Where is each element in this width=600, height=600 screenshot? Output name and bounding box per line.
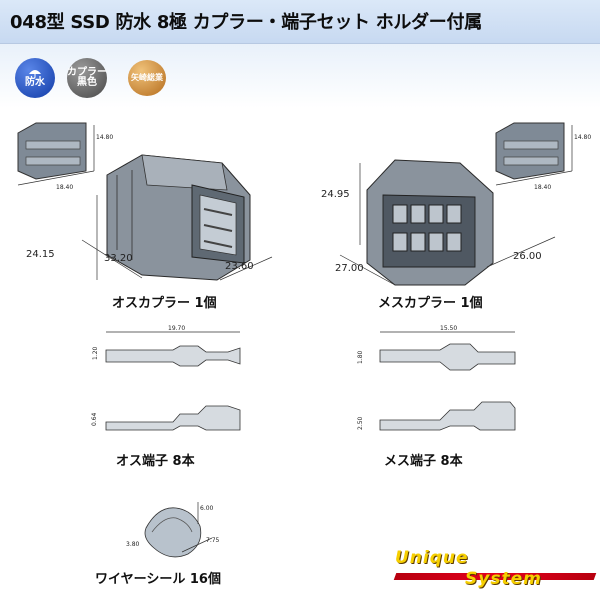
female-terminal-length: 15.50	[440, 325, 457, 332]
female-coupler-depth: 27.00	[335, 263, 364, 274]
holder-left-width: 18.40	[56, 184, 73, 191]
maker-badge: 矢崎総業	[128, 60, 166, 96]
coupler-label: カプラー	[67, 66, 107, 78]
female-coupler-height: 24.95	[321, 189, 350, 200]
holder-left-diagram: 14.80 18.40	[17, 122, 113, 191]
wire-seal-outer: 6.00	[200, 505, 214, 512]
male-coupler-diagram: 24.15 33.20 23.60	[26, 154, 273, 281]
wire-seal-diagram: 3.80 6.00 7.75	[126, 502, 220, 558]
coupler-color-badge: カプラー 黒色	[67, 58, 107, 98]
male-terminal-height-bottom: 0.64	[91, 412, 98, 426]
maker-label: 矢崎総業	[131, 72, 163, 82]
logo-line-2: System	[465, 569, 542, 589]
female-terminal-diagram: 15.50 1.80 2.50	[357, 325, 516, 431]
wire-seal-length: 7.75	[206, 537, 220, 544]
waterproof-badge: 防水	[15, 58, 55, 98]
female-terminal-height-top: 1.80	[357, 350, 364, 364]
female-coupler-caption: メスカプラー 1個	[378, 296, 483, 311]
male-terminal-caption: オス端子 8本	[116, 454, 195, 469]
male-terminal-length: 19.70	[168, 325, 185, 332]
male-coupler-left-height: 24.15	[26, 249, 55, 260]
holder-right-height: 14.80	[574, 134, 591, 141]
male-terminal-height-top: 1.20	[92, 346, 99, 360]
holder-left-height: 14.80	[96, 134, 113, 141]
logo-line-1: Unique	[395, 548, 469, 568]
male-terminal-diagram: 19.70 1.20 0.64	[91, 325, 241, 431]
umbrella-icon	[29, 69, 41, 78]
color-label: 黒色	[77, 77, 97, 88]
male-coupler-depth: 33.20	[104, 253, 133, 264]
male-coupler-caption: オスカプラー 1個	[112, 296, 217, 311]
page-title: 048型 SSD 防水 8極 カプラー・端子セット ホルダー付属	[10, 12, 482, 33]
wire-seal-inner: 3.80	[126, 541, 140, 548]
female-terminal-height-bottom: 2.50	[357, 416, 364, 430]
title-bar	[0, 0, 600, 44]
unique-system-logo: Unique System	[393, 545, 597, 593]
holder-right-width: 18.40	[534, 184, 551, 191]
female-terminal-caption: メス端子 8本	[384, 454, 463, 469]
holder-right-diagram: 14.80 18.40	[495, 122, 591, 191]
female-coupler-width: 26.00	[513, 251, 542, 262]
male-coupler-width: 23.60	[225, 261, 254, 272]
waterproof-label: 防水	[25, 76, 45, 88]
female-coupler-diagram: 24.95 27.00 26.00	[321, 159, 556, 286]
wire-seal-caption: ワイヤーシール 16個	[95, 572, 221, 587]
